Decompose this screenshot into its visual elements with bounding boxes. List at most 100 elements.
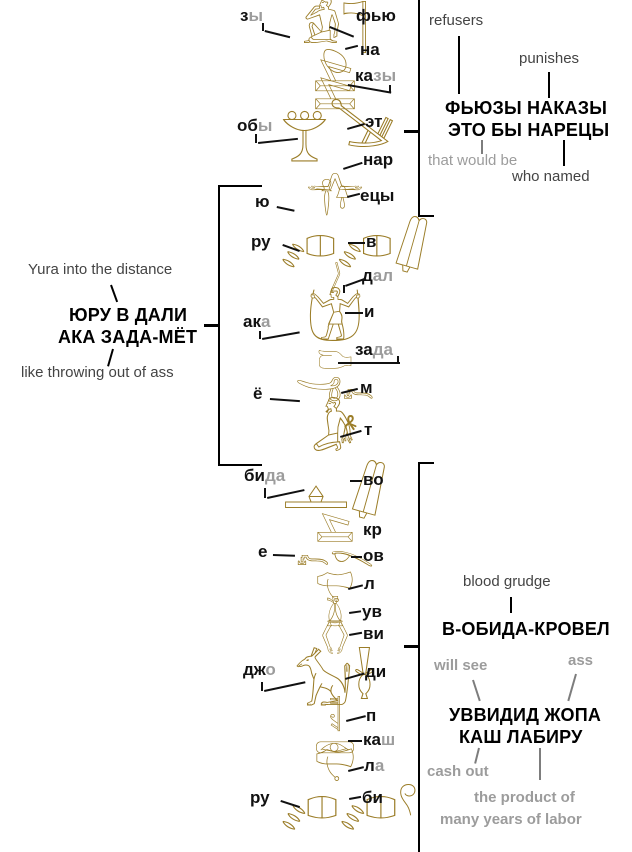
gloss-yura-into-the-distance: Yura into the distance [28, 261, 173, 278]
gloss-product-line1: the product of [474, 789, 575, 806]
label-kazy: казы [355, 66, 397, 85]
label-bida: бида [244, 466, 286, 485]
glyph-row: 𓀪 [307, 291, 363, 354]
connector-punishes [548, 72, 550, 98]
connector-refusers [458, 36, 460, 94]
leader-line [264, 488, 266, 498]
leader-line [261, 682, 263, 691]
label-vi: ви [363, 624, 384, 643]
glyph-row: 𓍆 [313, 63, 357, 104]
phrase-bottom-lower-line2: КАШ ЛАБИРУ [459, 727, 583, 747]
glyph-row: 𓍆 [315, 515, 355, 553]
leader-line [351, 556, 362, 558]
leader-line [338, 362, 400, 364]
glyph-row: 𓍜 [314, 745, 356, 789]
label-kash: каш [363, 730, 396, 749]
bracket-top-right [418, 0, 434, 217]
connector-ass [567, 673, 577, 702]
bracket-tick-bottom-right [404, 645, 420, 648]
label-i: и [364, 302, 375, 321]
label-yo: ё [253, 384, 263, 403]
label-zada: зада [355, 340, 393, 359]
label-dal: дал [362, 266, 394, 285]
label-la: ла [364, 756, 385, 775]
label-et: эт [365, 112, 383, 131]
glyph-row: 𓃩𓌣 [293, 652, 377, 712]
connector-cash-out [474, 747, 480, 764]
bracket-tick-left [204, 324, 220, 327]
glyph-row: 𓌮𓍉 [295, 373, 375, 414]
bracket-tick-top-right [404, 130, 420, 133]
label-kr: кр [363, 520, 382, 539]
label-bi: би [362, 788, 383, 807]
bracket-left [218, 185, 262, 466]
gloss-punishes: punishes [519, 50, 580, 67]
label-ru-2: ру [250, 788, 270, 807]
label-l: л [364, 574, 375, 593]
glyph-row: 𓌚 [328, 265, 342, 300]
gloss-who-named: who named [512, 168, 590, 185]
leader-line [262, 23, 264, 31]
leader-line [348, 740, 362, 742]
connector-product-of-labor [539, 748, 541, 780]
gloss-blood-grudge: blood grudge [463, 573, 551, 590]
bracket-bottom-right [418, 462, 434, 852]
connector-will-see [472, 679, 481, 702]
hieroglyph-column: 𓀁𓊹 𓆇 𓍆 𓍆 𓊱𓍁 𓂜 𓍌𓍊 𓌽𓌽𓋛 𓌚 𓀪 𓂬 𓌮𓍉 𓀏 𓊵𓋛 𓍆 𓍉𓌎 … [280, 0, 430, 845]
label-dzho: джо [243, 660, 276, 679]
leader-line [348, 242, 365, 244]
leader-line [389, 85, 391, 93]
glyph-row: 𓊱𓍁 [280, 103, 396, 166]
connector-that-would-be [481, 140, 483, 154]
leader-line [345, 312, 363, 314]
leader-line [397, 356, 399, 363]
gloss-refusers: refusers [429, 12, 484, 29]
phrase-left-line2: АКА ЗАДА-МЁТ [58, 327, 198, 347]
glyph-row: 𓍜 [315, 569, 355, 610]
glyph-row: 𓀏 [310, 401, 360, 464]
label-ru-1: ру [251, 232, 271, 251]
label-zy: зы [240, 6, 263, 25]
glyph-row: 𓂘 [320, 619, 350, 657]
label-oby: обы [237, 116, 273, 135]
gloss-that-would-be: that would be [428, 152, 518, 169]
phrase-top-line2: ЭТО БЫ НАРЕЦЫ [448, 120, 610, 140]
phrase-left-line1: ЮРУ В ДАЛИ [69, 305, 188, 325]
glyph-row: 𓀁𓊹 [301, 0, 369, 54]
label-v: в [366, 232, 377, 251]
label-e: е [258, 542, 268, 561]
label-na: на [360, 40, 380, 59]
label-fyu: фью [356, 6, 396, 25]
label-p: п [366, 706, 377, 725]
label-vo: во [363, 470, 384, 489]
gloss-cash-out: cash out [427, 763, 489, 780]
phrase-bottom-lower-line1: УВВИДИД ЖОПА [449, 705, 602, 725]
glyph-row: 𓍆 [313, 81, 357, 122]
glyph-row: 𓌥 [325, 599, 345, 634]
glyph-row: 𓆇 [321, 35, 349, 81]
leader-line [272, 554, 295, 557]
gloss-product-line2: many years of labor [440, 811, 582, 828]
label-m: м [360, 378, 373, 397]
connector-blood-grudge [510, 597, 512, 613]
glyph-row: 𓍌𓍊 [319, 183, 351, 224]
glyph-row: 𓍉𓌎 [296, 537, 374, 581]
label-yu: ю [255, 192, 270, 211]
label-uv: ув [362, 602, 382, 621]
label-aka: ака [243, 312, 271, 331]
glyph-row: 𓌽𓌽𓋛 [280, 218, 430, 274]
leader-line [343, 285, 345, 293]
phrase-bottom-upper-line1: В-ОБИДА-КРОВЕЛ [442, 619, 610, 639]
connector-yura [110, 284, 119, 303]
glyph-row: 𓌽𓌽𓍢 [280, 778, 418, 836]
label-ecy: ецы [360, 186, 395, 205]
label-t: т [364, 420, 373, 439]
glyph-row: 𓁽 [314, 723, 356, 763]
glyph-row: 𓌟 [328, 699, 342, 739]
leader-line [255, 134, 257, 143]
leader-line [350, 480, 362, 482]
connector-who-named [563, 140, 565, 166]
phrase-top-line1: ФЬЮЗЫ НАКАЗЫ [445, 98, 608, 118]
label-di: ди [365, 662, 387, 681]
gloss-will-see: will see [434, 657, 488, 674]
